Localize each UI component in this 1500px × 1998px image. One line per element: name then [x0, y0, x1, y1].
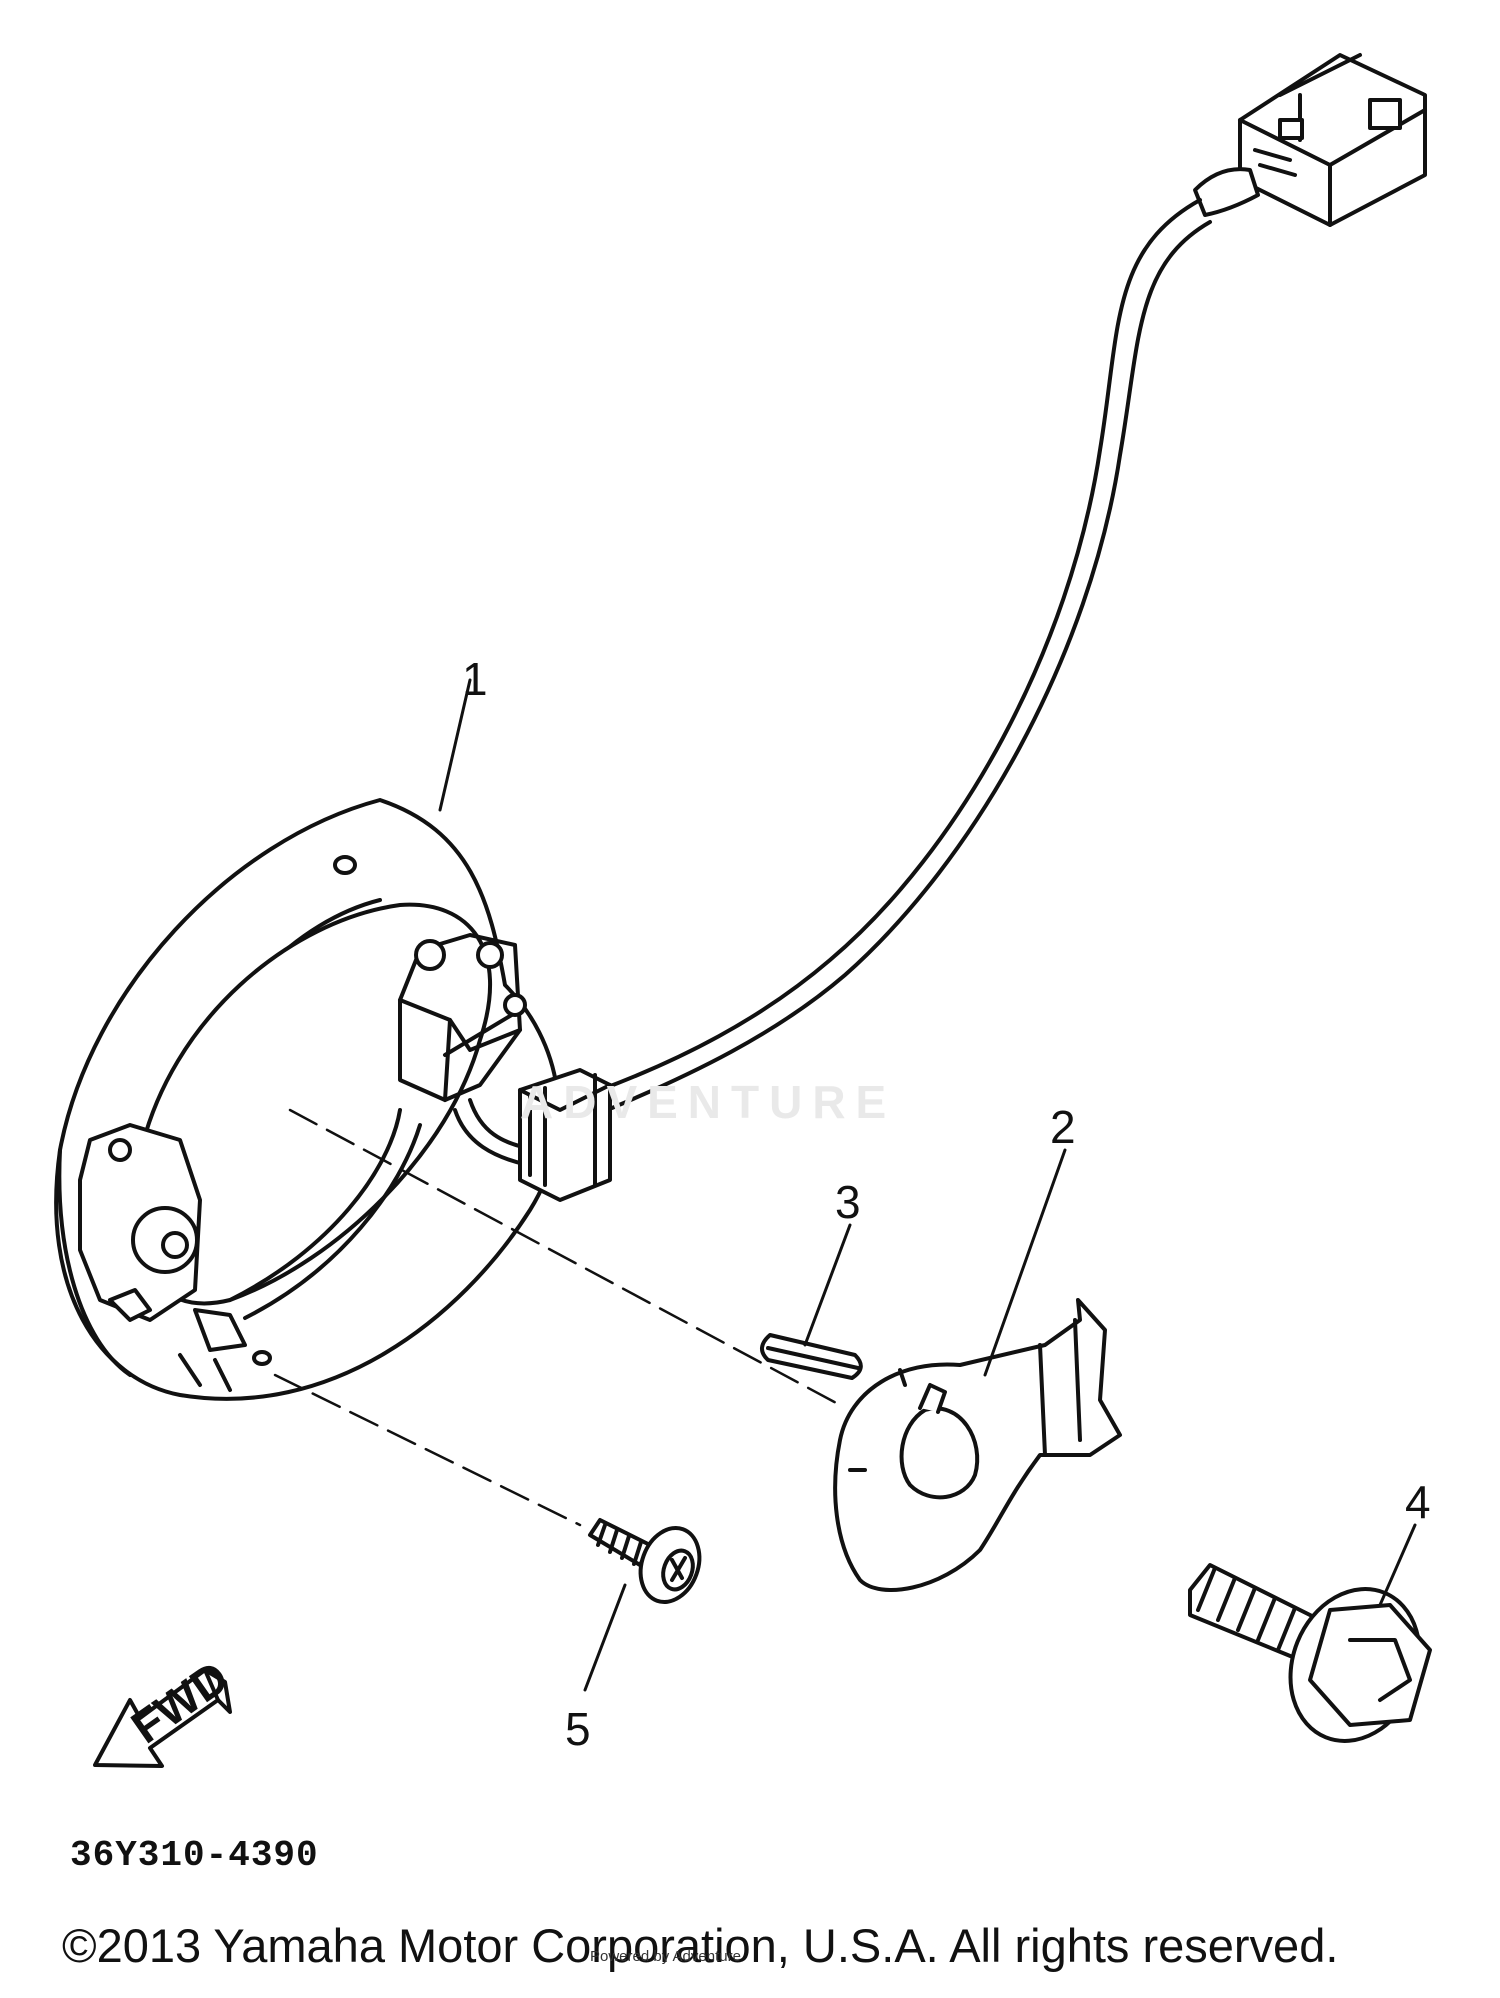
callout-3: 3 [835, 1176, 861, 1228]
fwd-arrow [93, 1668, 232, 1768]
callout-4: 4 [1405, 1476, 1431, 1528]
callout-2: 2 [1050, 1101, 1076, 1153]
credit-text: Powered by Adventure [590, 1948, 741, 1965]
wire-grommet [518, 1068, 612, 1202]
wire-harness [598, 198, 1212, 1110]
woodruff-key [760, 1333, 863, 1380]
callout-5: 5 [565, 1703, 591, 1755]
lower-coil-block [78, 1123, 247, 1392]
callout-1: 1 [462, 653, 488, 705]
copyright-notice: ©2013 Yamaha Motor Corporation, U.S.A. A… [62, 1919, 1339, 1972]
flange-bolt [1188, 1563, 1432, 1743]
wire-connector [1193, 53, 1427, 227]
watermark: ADVENTURE [520, 1076, 897, 1128]
screw-small [588, 1518, 702, 1604]
leader-lines [438, 678, 1417, 1692]
rotor-plate [833, 1298, 1122, 1592]
diagram-code: 36Y310-4390 [70, 1835, 319, 1876]
exploded-view-lines [273, 1108, 842, 1527]
